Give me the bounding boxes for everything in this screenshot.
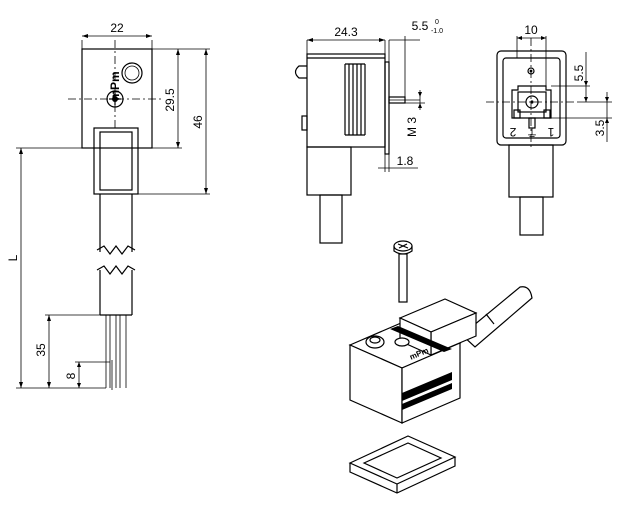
pin-label-earth: ⏚ — [526, 127, 538, 141]
iso-gasket — [348, 435, 457, 494]
dim-front-height-upper: 29.5 — [163, 88, 177, 112]
dim-front-width: 22 — [110, 21, 124, 35]
dim-side-tol-upper: 0 — [435, 19, 439, 26]
dim-end-offset-lower: 3.5 — [593, 119, 607, 136]
dim-strip-length: 35 — [34, 343, 48, 357]
side-body — [306, 53, 386, 148]
dim-front-height-total: 46 — [191, 115, 205, 129]
front-body — [81, 48, 153, 149]
isometric-view: mPm — [348, 240, 533, 494]
dim-cable-length: L — [6, 254, 20, 261]
dim-end-offset-upper: 5.5 — [572, 64, 586, 81]
dim-side-tol-lower: -1.0 — [431, 28, 443, 35]
dim-side-flange: 1.8 — [397, 154, 414, 168]
iso-screw — [393, 240, 413, 303]
front-gland-inner — [99, 131, 133, 191]
pin-label-2: 2 — [509, 125, 516, 139]
side-gland — [306, 146, 352, 196]
iso-body: mPm — [348, 298, 478, 424]
front-gland — [93, 127, 139, 195]
front-logo: mPm — [108, 71, 122, 100]
iso-cable — [461, 286, 533, 348]
end-view: 2 1 ⏚ 10 5.5 3.5 — [486, 23, 612, 236]
dim-side-thread: M 3 — [405, 117, 419, 137]
front-view: mPm 22 29.5 46 L 35 — [6, 21, 210, 390]
side-view: 24.3 5.5 0 -1.0 M 3 1.8 — [294, 19, 443, 244]
dim-side-offset: 5.5 — [412, 19, 429, 33]
dim-side-depth: 24.3 — [334, 25, 358, 39]
dim-wire-strip: 8 — [64, 372, 78, 379]
dim-end-width: 10 — [524, 23, 538, 37]
led-icon — [121, 62, 143, 84]
pin-label-1: 1 — [547, 125, 554, 139]
